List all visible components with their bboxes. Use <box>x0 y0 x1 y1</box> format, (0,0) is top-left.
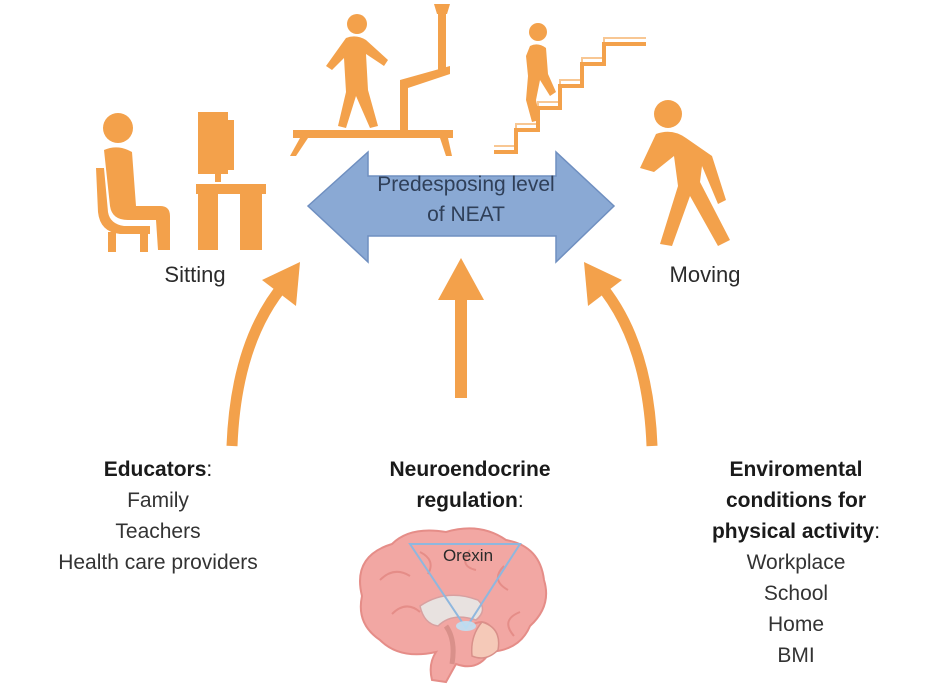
neat-label-line1: Predesposing level <box>377 173 555 196</box>
environment-heading-line1: Enviromental <box>729 458 863 481</box>
educators-arrow <box>226 278 291 447</box>
educators-arrowhead <box>262 262 300 306</box>
walking-person-icon <box>640 100 730 246</box>
influence-arrows <box>226 258 658 447</box>
environment-heading-line3: physical activity: <box>711 520 881 543</box>
environment-item: BMI <box>777 644 815 667</box>
stairs-climber-icon <box>494 23 646 154</box>
sitting-label: Sitting <box>164 262 226 287</box>
computer-desk-icon <box>196 112 266 250</box>
treadmill-desk-icon <box>290 4 453 156</box>
neat-label: Predesposing level of NEAT <box>348 170 584 230</box>
neuro-block: Neuroendocrine regulation: <box>360 454 580 516</box>
environment-arrowhead <box>584 262 622 306</box>
neat-double-arrow <box>306 150 616 264</box>
educators-item: Health care providers <box>58 551 258 574</box>
environment-item: Home <box>767 613 825 636</box>
orexin-label: Orexin <box>442 546 494 565</box>
environment-block: Enviromental conditions for physical act… <box>676 454 916 671</box>
educators-item: Family <box>127 489 189 512</box>
neuro-arrowhead <box>438 258 484 300</box>
environment-arrow <box>593 278 658 447</box>
neuro-heading-line1: Neuroendocrine <box>389 458 551 481</box>
educators-item: Teachers <box>115 520 201 543</box>
sitting-person-icon <box>96 113 170 252</box>
educators-heading: Educators: <box>103 458 213 481</box>
neuro-heading-line2: regulation: <box>416 489 524 512</box>
environment-item: School <box>763 582 829 605</box>
environment-heading-line2: conditions for <box>726 489 866 512</box>
moving-label: Moving <box>669 262 741 287</box>
neat-label-line2: of NEAT <box>427 203 505 226</box>
environment-item: Workplace <box>746 551 846 574</box>
brain-icon <box>359 527 548 684</box>
educators-block: Educators: Family Teachers Health care p… <box>28 454 288 578</box>
neuro-arrow <box>455 292 467 398</box>
